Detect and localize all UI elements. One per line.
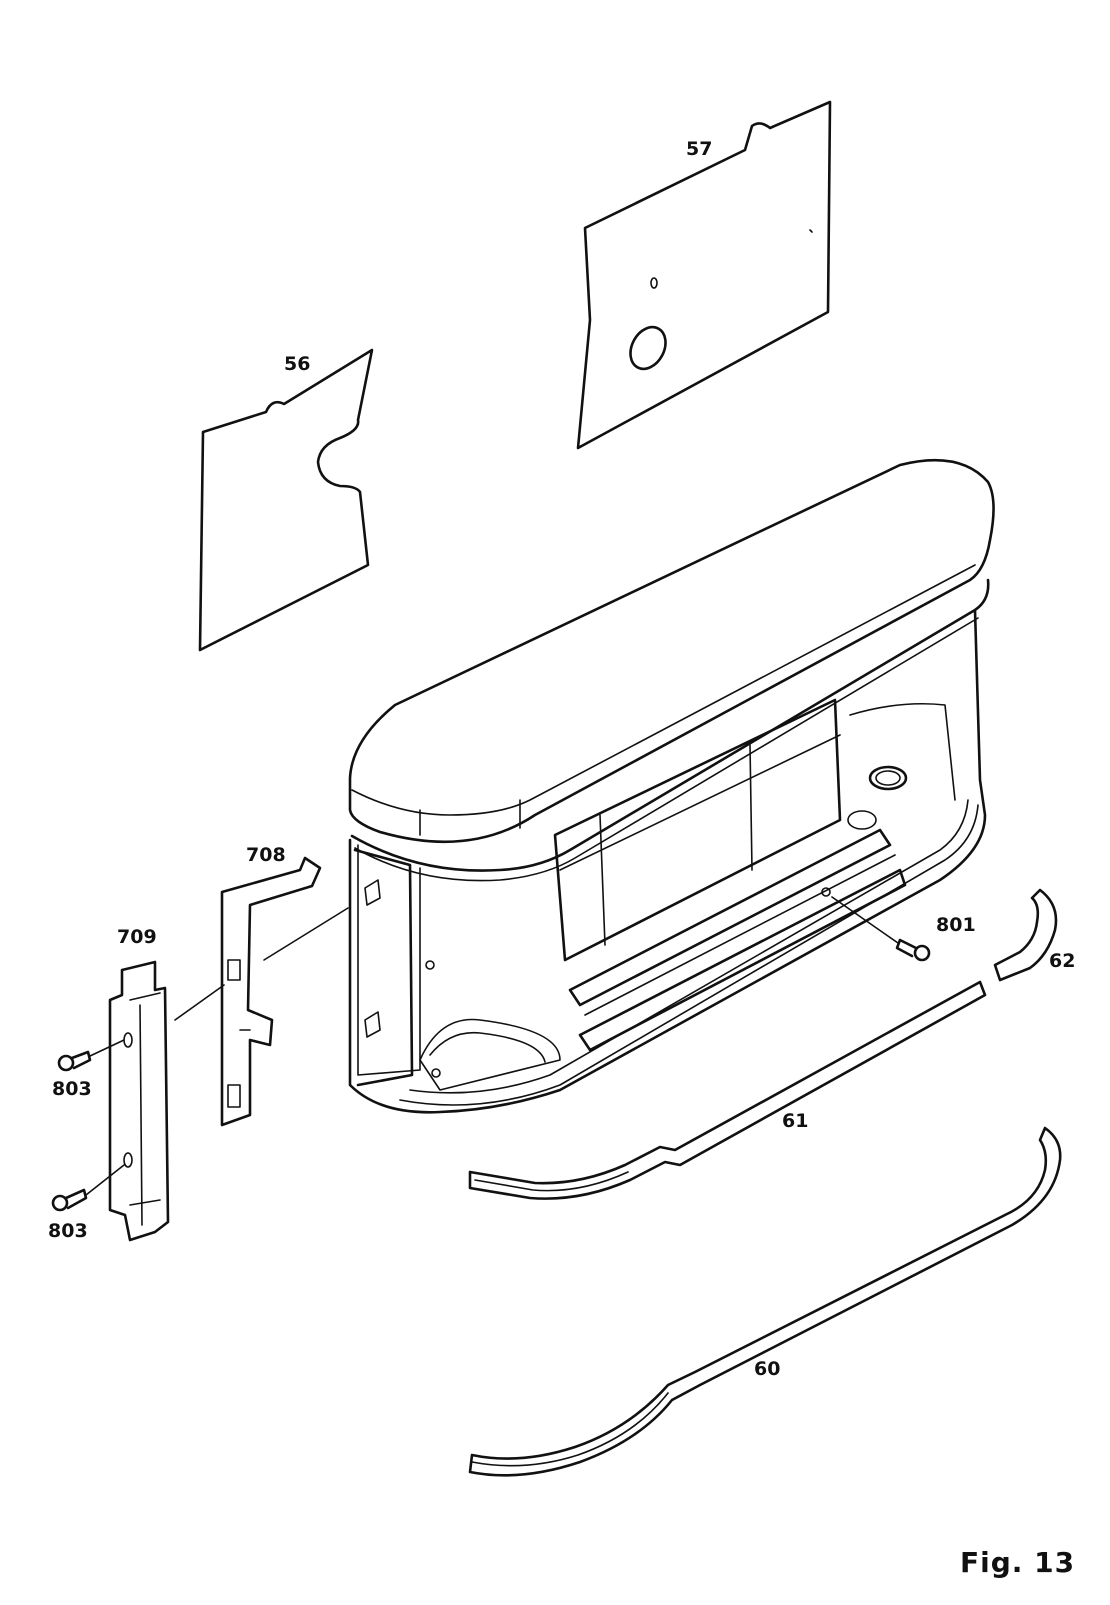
part-708-bracket: [220, 856, 349, 1127]
part-62-strip: [993, 888, 1058, 982]
callout-56: 56: [284, 353, 311, 375]
part-57-plate: [576, 100, 832, 450]
callout-57: 57: [686, 138, 713, 160]
figure-caption: Fig. 13: [960, 1546, 1076, 1579]
callout-62: 62: [1049, 950, 1076, 972]
callout-801: 801: [936, 914, 976, 936]
callout-61: 61: [782, 1110, 809, 1132]
part-60-strip: [468, 1126, 1062, 1477]
screw-801: [831, 896, 931, 962]
housing-body: [348, 458, 995, 1114]
screw-803-upper: [57, 1039, 125, 1072]
callout-708: 708: [246, 844, 286, 866]
part-56-plate: [198, 348, 374, 652]
callout-803-lower: 803: [48, 1220, 88, 1242]
callout-803-upper: 803: [52, 1078, 92, 1100]
screw-803-lower: [51, 1164, 125, 1212]
callout-709: 709: [117, 926, 157, 948]
part-61-strip: [468, 980, 987, 1200]
part-709-slide: [108, 960, 225, 1242]
callout-60: 60: [754, 1358, 781, 1380]
